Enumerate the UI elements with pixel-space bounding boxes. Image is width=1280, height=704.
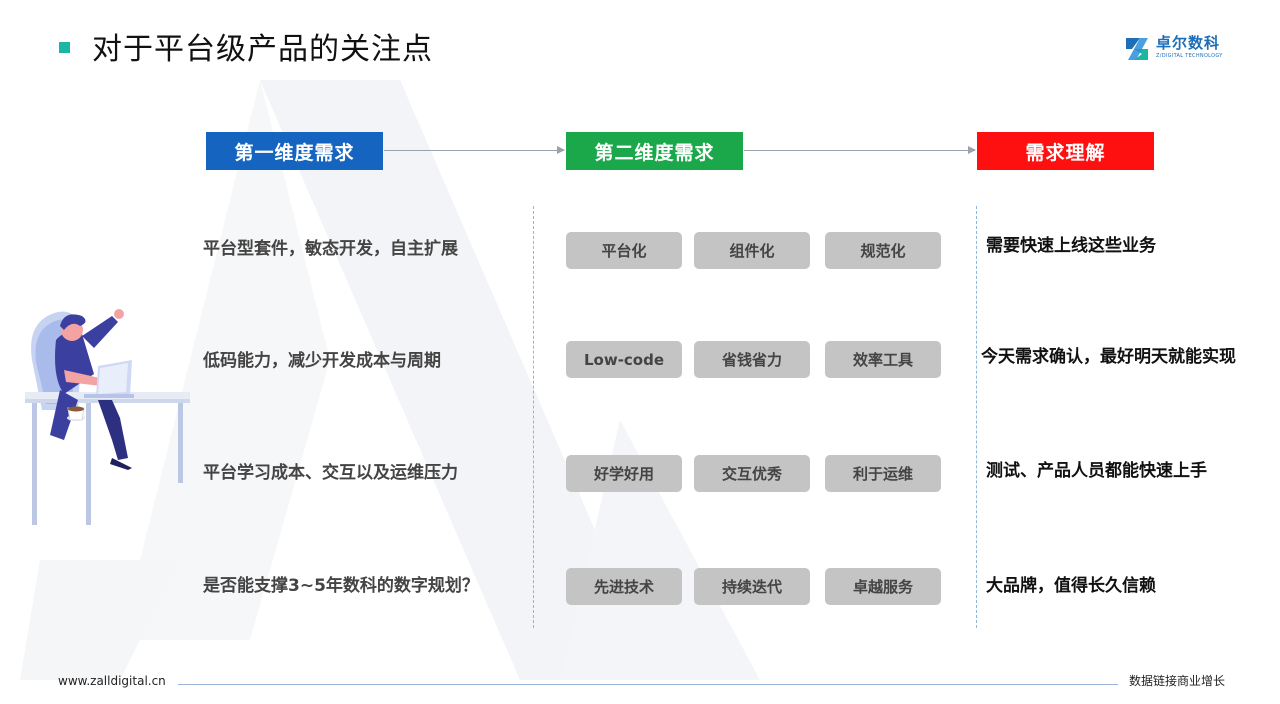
tag-row-3-1: 好学好用 bbox=[566, 455, 682, 492]
title-marker bbox=[59, 42, 70, 53]
tag-row-2-3: 效率工具 bbox=[825, 341, 941, 378]
understanding-row-3: 测试、产品人员都能快速上手 bbox=[986, 461, 1207, 481]
divider-left bbox=[533, 206, 534, 628]
logo-name-en: Z/DIGITAL TECHNOLOGY bbox=[1156, 53, 1223, 59]
tag-row-1-3: 规范化 bbox=[825, 232, 941, 269]
tag-row-2-2: 省钱省力 bbox=[694, 341, 810, 378]
tag-row-4-2: 持续迭代 bbox=[694, 568, 810, 605]
page-title: 对于平台级产品的关注点 bbox=[92, 32, 433, 67]
understanding-row-1: 需要快速上线这些业务 bbox=[986, 236, 1156, 256]
understanding-row-4: 大品牌，值得长久信赖 bbox=[986, 576, 1156, 596]
person-at-desk-illustration bbox=[25, 309, 190, 525]
understanding-row-2: 今天需求确认，最好明天就能实现 bbox=[981, 347, 1236, 367]
divider-right bbox=[976, 206, 977, 628]
header-second-dimension: 第二维度需求 bbox=[566, 132, 743, 170]
logo-icon bbox=[1126, 38, 1148, 60]
logo-name-cn: 卓尔数科 bbox=[1156, 34, 1221, 52]
need-row-1: 平台型套件，敏态开发，自主扩展 bbox=[203, 239, 458, 259]
need-row-3: 平台学习成本、交互以及运维压力 bbox=[203, 463, 458, 483]
tag-row-1-2: 组件化 bbox=[694, 232, 810, 269]
arrow-1 bbox=[384, 146, 565, 154]
footer-divider bbox=[178, 684, 1118, 685]
need-row-2: 低码能力，减少开发成本与周期 bbox=[203, 351, 441, 371]
tag-row-4-1: 先进技术 bbox=[566, 568, 682, 605]
tag-row-1-1: 平台化 bbox=[566, 232, 682, 269]
company-logo: 卓尔数科 Z/DIGITAL TECHNOLOGY bbox=[1122, 32, 1230, 68]
header-understanding: 需求理解 bbox=[977, 132, 1154, 170]
footer-url: www.zalldigital.cn bbox=[58, 674, 166, 688]
tag-row-3-3: 利于运维 bbox=[825, 455, 941, 492]
need-row-4: 是否能支撑3~5年数科的数字规划？ bbox=[203, 576, 479, 596]
footer-slogan: 数据链接商业增长 bbox=[1129, 674, 1226, 688]
tag-row-4-3: 卓越服务 bbox=[825, 568, 941, 605]
arrow-2 bbox=[744, 146, 976, 154]
tag-row-2-1: Low-code bbox=[566, 341, 682, 378]
tag-row-3-2: 交互优秀 bbox=[694, 455, 810, 492]
header-first-dimension: 第一维度需求 bbox=[206, 132, 383, 170]
